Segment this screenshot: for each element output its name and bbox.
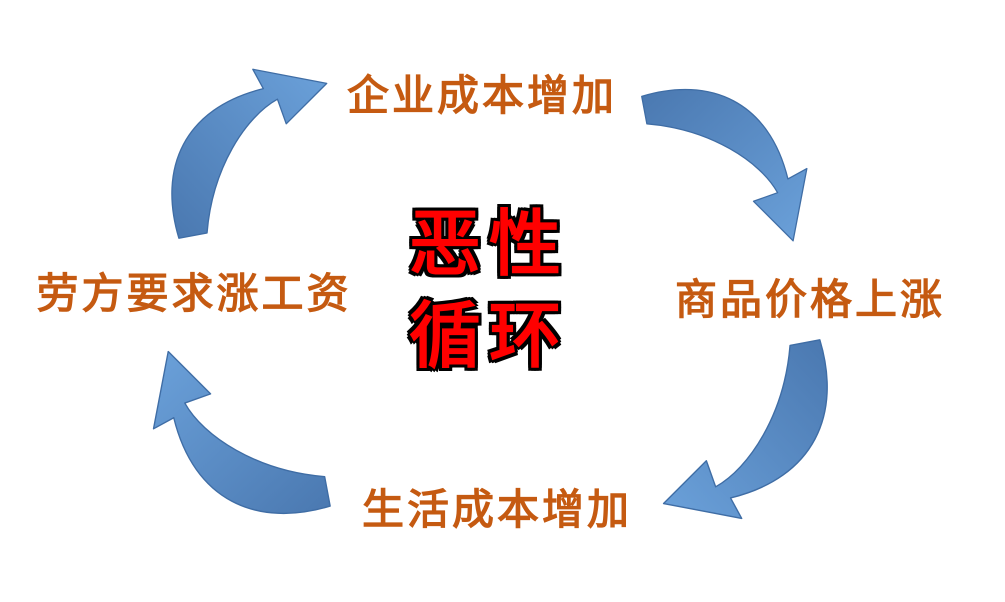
curved-arrow-right-to-bottom xyxy=(662,339,828,520)
center-title-line1: 恶性 xyxy=(408,202,570,286)
node-label-commodity-price-rise: 商品价格上涨 xyxy=(674,275,946,324)
node-label-living-cost-increase: 生活成本增加 xyxy=(361,485,633,534)
node-label-labor-demand-wage-raise: 劳方要求涨工资 xyxy=(36,269,352,318)
center-title-vicious-cycle: 恶性 循环 xyxy=(409,198,569,382)
center-title-line2: 循环 xyxy=(408,294,570,378)
node-label-enterprise-cost-increase: 企业成本增加 xyxy=(346,71,618,120)
curved-arrow-top-to-right xyxy=(641,88,808,242)
curved-arrow-bottom-to-left xyxy=(152,350,331,514)
curved-arrow-left-to-top xyxy=(171,68,328,239)
